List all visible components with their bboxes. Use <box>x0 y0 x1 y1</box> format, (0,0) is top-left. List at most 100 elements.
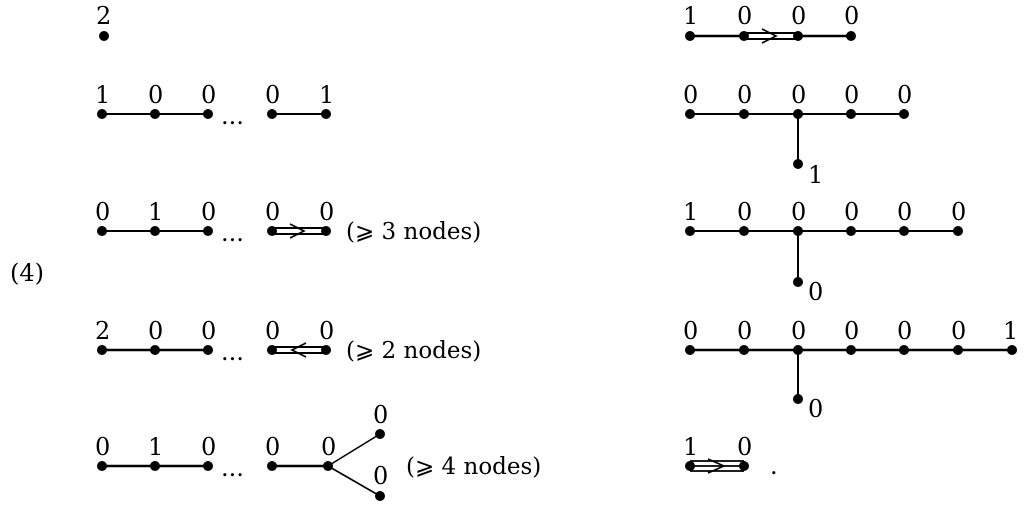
node-label: 0 <box>737 317 752 345</box>
ellipsis: ... <box>221 219 244 247</box>
node <box>899 226 909 236</box>
node-label: 0 <box>737 433 752 461</box>
node-label: 1 <box>1003 317 1018 345</box>
node <box>793 277 803 287</box>
node-label: 0 <box>201 198 216 226</box>
node-label: 0 <box>951 198 966 226</box>
node-label: 0 <box>95 433 110 461</box>
node-label: 0 <box>373 401 388 429</box>
node <box>685 226 695 236</box>
node-count-note: (⩾ 4 nodes) <box>406 454 541 480</box>
node <box>846 345 856 355</box>
node-label: 0 <box>265 317 280 345</box>
diagram-r3: 1 0 0 0 0 0 0 <box>683 198 966 306</box>
node-label: 0 <box>321 433 336 461</box>
node-label: 0 <box>265 198 280 226</box>
node-count-note: (⩾ 3 nodes) <box>346 219 481 245</box>
node <box>203 109 213 119</box>
node <box>97 226 107 236</box>
node <box>203 461 213 471</box>
node-label: 0 <box>791 317 806 345</box>
node <box>685 461 695 471</box>
node <box>793 345 803 355</box>
node <box>323 461 333 471</box>
diagram-d-chain: 0 1 0 0 0 0 0 ... (⩾ 4 nodes) <box>95 401 541 501</box>
edge <box>327 465 381 497</box>
node <box>846 226 856 236</box>
node-label: 0 <box>844 2 859 30</box>
node <box>97 109 107 119</box>
node <box>150 109 160 119</box>
node-label: 0 <box>951 317 966 345</box>
node <box>1007 345 1017 355</box>
node-label: 0 <box>95 198 110 226</box>
node-label: 0 <box>683 81 698 109</box>
node <box>267 345 277 355</box>
node <box>203 345 213 355</box>
node <box>846 109 856 119</box>
node <box>739 461 749 471</box>
node-label: 0 <box>791 2 806 30</box>
node-label: 0 <box>897 317 912 345</box>
edge <box>327 433 381 467</box>
arrow-left-icon <box>290 342 307 358</box>
node <box>793 109 803 119</box>
node-label: 1 <box>319 81 334 109</box>
node-label: 1 <box>148 433 163 461</box>
node <box>685 31 695 41</box>
diagram-r5: 1 0 . <box>683 433 778 480</box>
node <box>267 461 277 471</box>
equation-label: (4) <box>10 259 44 287</box>
node <box>793 226 803 236</box>
node <box>793 31 803 41</box>
node <box>739 345 749 355</box>
node <box>899 109 909 119</box>
ellipsis: ... <box>221 454 244 482</box>
closing-period: . <box>770 452 778 480</box>
node <box>953 226 963 236</box>
node <box>99 31 109 41</box>
node <box>685 109 695 119</box>
diagram-a-chain: 1 0 0 0 1 ... <box>95 81 334 130</box>
diagram-c-chain: 2 0 0 0 0 ... (⩾ 2 nodes) <box>95 317 481 366</box>
node <box>267 109 277 119</box>
node <box>953 345 963 355</box>
node-label: 1 <box>683 198 698 226</box>
node-label: 2 <box>95 317 110 345</box>
node <box>685 345 695 355</box>
node <box>739 226 749 236</box>
node <box>97 461 107 471</box>
node <box>321 226 331 236</box>
node-label: 1 <box>683 433 698 461</box>
ellipsis: ... <box>221 338 244 366</box>
node <box>793 394 803 404</box>
node-label: 0 <box>148 81 163 109</box>
node-label: 0 <box>791 198 806 226</box>
node-label: 0 <box>265 433 280 461</box>
node-label: 0 <box>737 198 752 226</box>
ellipsis: ... <box>221 102 244 130</box>
diagram-b-chain: 0 1 0 0 0 ... (⩾ 3 nodes) <box>95 198 481 247</box>
node-label: 1 <box>95 81 110 109</box>
node <box>846 31 856 41</box>
node-label: 0 <box>319 317 334 345</box>
node <box>267 226 277 236</box>
node-label: 0 <box>844 198 859 226</box>
node-label: 0 <box>897 81 912 109</box>
node <box>150 461 160 471</box>
node <box>97 345 107 355</box>
node-label: 0 <box>683 317 698 345</box>
node-label: 0 <box>201 433 216 461</box>
node-label: 0 <box>737 2 752 30</box>
node <box>739 109 749 119</box>
node <box>321 109 331 119</box>
node <box>739 31 749 41</box>
node <box>793 159 803 169</box>
node-label: 0 <box>897 198 912 226</box>
node-label: 0 <box>808 278 823 306</box>
node-label: 2 <box>96 2 111 30</box>
node <box>375 429 385 439</box>
node-label: 0 <box>844 317 859 345</box>
node-label: 0 <box>808 395 823 423</box>
